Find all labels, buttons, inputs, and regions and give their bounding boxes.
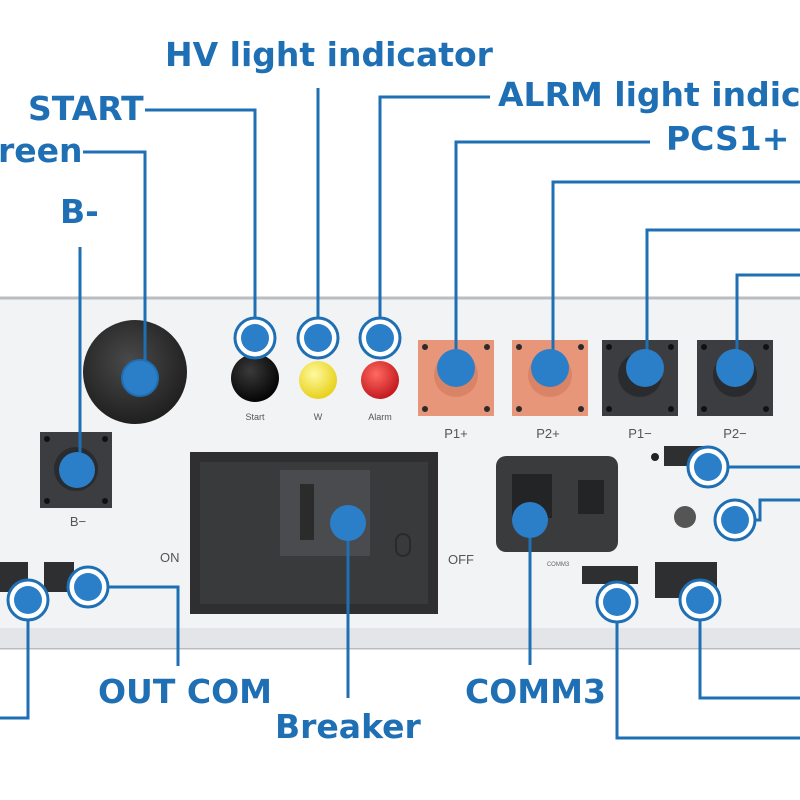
comm3-socket[interactable] <box>496 456 618 552</box>
callout-breaker: Breaker <box>275 707 421 746</box>
start-label: Start <box>245 412 265 422</box>
callout-markers <box>6 316 757 624</box>
start-button[interactable] <box>231 354 279 402</box>
callout-out-com: OUT COM <box>98 672 272 711</box>
rotary-switch[interactable] <box>674 506 696 528</box>
callout-start: START <box>28 89 144 128</box>
p2-minus-label: P2− <box>723 426 747 441</box>
alarm-light-indicator <box>361 361 399 399</box>
comm-port-left[interactable] <box>582 566 638 584</box>
callout-pcs1-plus: PCS1+ <box>666 119 790 158</box>
b-minus-label: B− <box>70 514 86 529</box>
p1-minus-label: P1− <box>628 426 652 441</box>
breaker[interactable] <box>190 452 438 614</box>
panel-bottom-edge <box>0 628 800 648</box>
comm3-port-label: COMM3 <box>547 562 570 568</box>
breaker-off-label: OFF <box>448 552 474 567</box>
alarm-label: Alarm <box>368 412 392 422</box>
breaker-on-label: ON <box>160 550 180 565</box>
p2-plus-label: P2+ <box>536 426 560 441</box>
callout-screen: reen <box>0 131 83 170</box>
callout-hv-light: HV light indicator <box>165 35 493 74</box>
dip-indicator <box>651 453 659 461</box>
p1-plus-label: P1+ <box>444 426 468 441</box>
hv-label: W <box>314 412 323 422</box>
callout-comm3: COMM3 <box>465 672 606 711</box>
callout-b-minus: B- <box>60 192 99 231</box>
hv-light-indicator <box>299 361 337 399</box>
callout-alarm-light: ALRM light indica <box>498 75 800 114</box>
leader-lines <box>0 88 800 740</box>
